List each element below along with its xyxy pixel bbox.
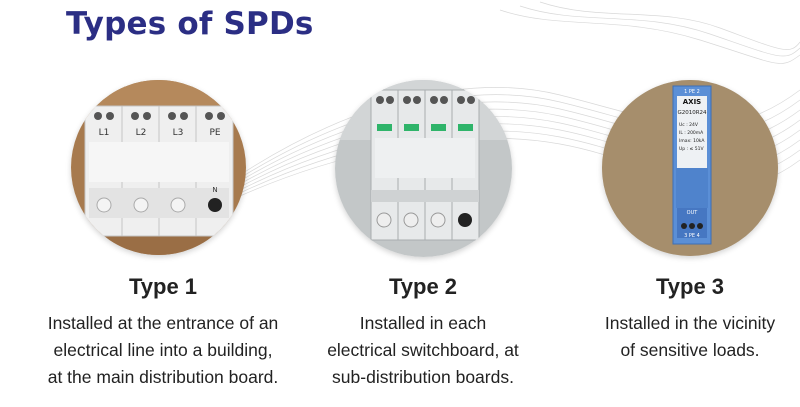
type3-spec-2: IL : 200mA	[679, 130, 704, 136]
type1-desc-line: Installed at the entrance of an	[47, 313, 279, 333]
type1-photo: L1 L2 L3 PE N	[71, 80, 246, 255]
type1-desc-line: electrical line into a building,	[53, 340, 273, 360]
type3-spec-3: Imax: 10kA	[679, 138, 705, 144]
type3-desc-line: of sensitive loads.	[620, 340, 760, 360]
type1-description: Installed at the entrance of an electric…	[15, 310, 311, 391]
type1-desc-line: at the main distribution board.	[47, 367, 279, 387]
type3-model: G2010R24	[677, 110, 707, 116]
type2-desc-line: electrical switchboard, at	[327, 340, 519, 360]
type3-spec-1: Uc : 24V	[679, 122, 699, 128]
type3-top-label: 1 PE 2	[684, 89, 700, 95]
type3-bottom-label: 3 PE 4	[684, 233, 700, 239]
type1-label-3: L3	[173, 128, 184, 138]
type2-desc-line: Installed in each	[359, 313, 487, 333]
type1-label-4: PE	[209, 128, 220, 138]
type3-title: Type 3	[655, 274, 725, 299]
type3-photo: 1 PE 2 AXIS G2010R24 Uc : 24V IL : 200mA…	[602, 80, 778, 256]
type3-desc-line: Installed in the vicinity	[604, 313, 776, 333]
type3-out-label: OUT	[687, 210, 699, 216]
type3-column: Type 3 Installed in the vicinity of sens…	[560, 268, 800, 364]
type2-title: Type 2	[388, 274, 458, 299]
type3-brand: AXIS	[683, 98, 701, 106]
type3-description: Installed in the vicinity of sensitive l…	[560, 310, 800, 364]
type2-column: Type 2 Installed in each electrical swit…	[270, 268, 576, 391]
type3-spec-4: Up : ≤ 51V	[679, 146, 704, 152]
type1-column: Type 1 Installed at the entrance of an e…	[15, 268, 311, 391]
type1-terminal-label: N	[212, 186, 217, 194]
type2-desc-line: sub-distribution boards.	[332, 367, 514, 387]
type2-description: Installed in each electrical switchboard…	[270, 310, 576, 391]
type2-photo	[335, 80, 512, 257]
type1-label-1: L1	[99, 128, 110, 138]
type1-title: Type 1	[128, 274, 198, 299]
page-title: Types of SPDs	[66, 6, 314, 42]
type1-label-2: L2	[136, 128, 147, 138]
